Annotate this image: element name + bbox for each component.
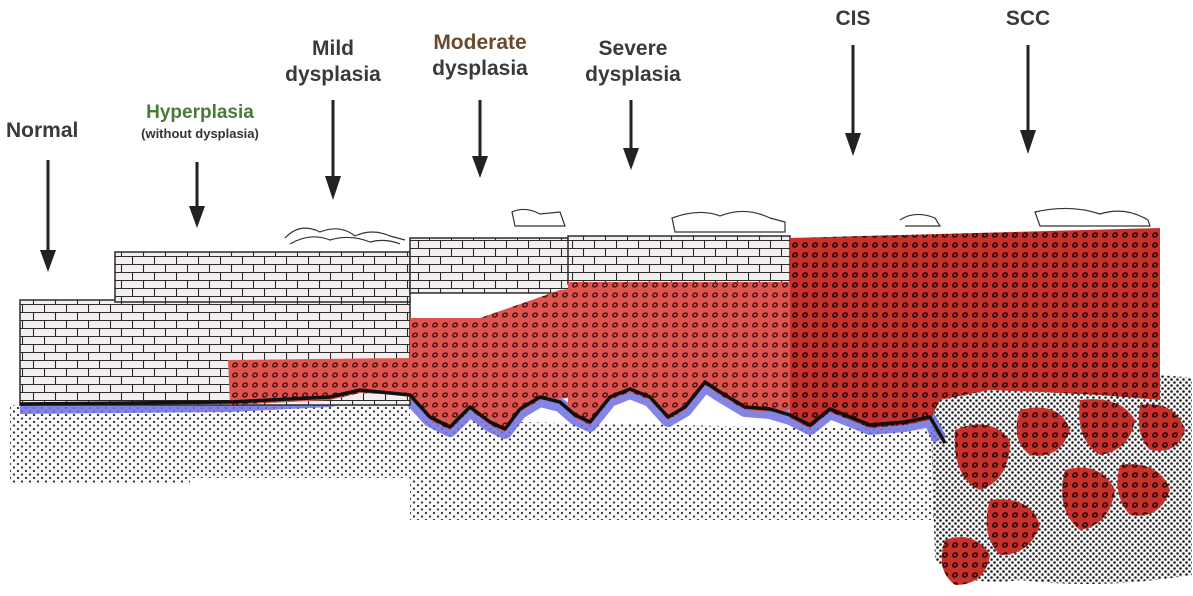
stroma-right (410, 420, 940, 520)
arrow-hyperplasia-head (189, 206, 205, 228)
label-cis-text: CIS (835, 7, 870, 30)
arrow-scc-head (1020, 130, 1036, 154)
label-severe-line1: Severe (599, 37, 668, 60)
label-hyperplasia-text: Hyperplasia (146, 102, 254, 123)
label-moderate-line1: Moderate (433, 31, 526, 54)
label-normal-text: Normal (6, 119, 78, 142)
label-severe-line2: dysplasia (585, 63, 681, 86)
label-scc-text: SCC (1006, 7, 1050, 30)
severe-dysplasia-zone (568, 282, 790, 425)
arrow-mild-head (325, 176, 341, 200)
arrow-severe-head (623, 148, 639, 170)
severe-upper-bricks (568, 236, 790, 284)
label-mild: Mild dysplasia (268, 36, 398, 88)
label-cis: CIS (823, 6, 883, 32)
label-hyperplasia-sub: (without dysplasia) (120, 126, 280, 141)
label-moderate: Moderate dysplasia (408, 30, 552, 82)
label-scc: SCC (993, 6, 1063, 32)
label-severe: Severe dysplasia (568, 36, 698, 88)
arrow-cis-head (845, 133, 861, 156)
hyperplasia-epithelium (115, 252, 410, 302)
label-hyperplasia: Hyperplasia (without dysplasia) (120, 100, 280, 141)
arrow-normal-head (40, 250, 56, 272)
label-normal: Normal (6, 118, 96, 144)
moderate-upper-bricks (410, 238, 570, 293)
arrow-moderate-head (472, 156, 488, 178)
label-moderate-line2: dysplasia (432, 57, 528, 80)
label-mild-line1: Mild (312, 37, 354, 60)
label-mild-line2: dysplasia (285, 63, 381, 86)
